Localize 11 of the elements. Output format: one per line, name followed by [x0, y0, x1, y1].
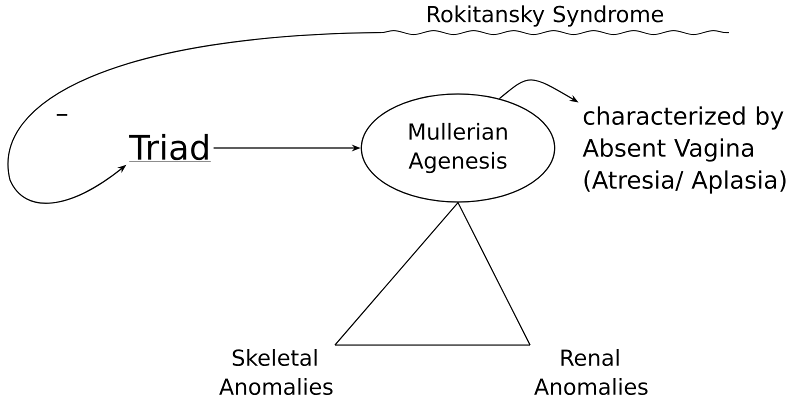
note-text: characterized by Absent Vagina (Atresia/ Aplasia) [582, 106, 786, 194]
arrow [8, 32, 382, 204]
label-text: Renal Anomalies [534, 349, 648, 396]
connector-line [334, 344, 530, 346]
dash-mark: – [56, 114, 68, 116]
connector-line [334, 202, 458, 346]
heading-text: Rokitansky Syndrome [428, 5, 664, 27]
term-text: Triad [129, 134, 211, 162]
label-text: Skeletal Anomalies [219, 349, 333, 396]
ellipse-node: Mullerian Agenesis [360, 93, 556, 203]
connector-line [457, 202, 531, 346]
